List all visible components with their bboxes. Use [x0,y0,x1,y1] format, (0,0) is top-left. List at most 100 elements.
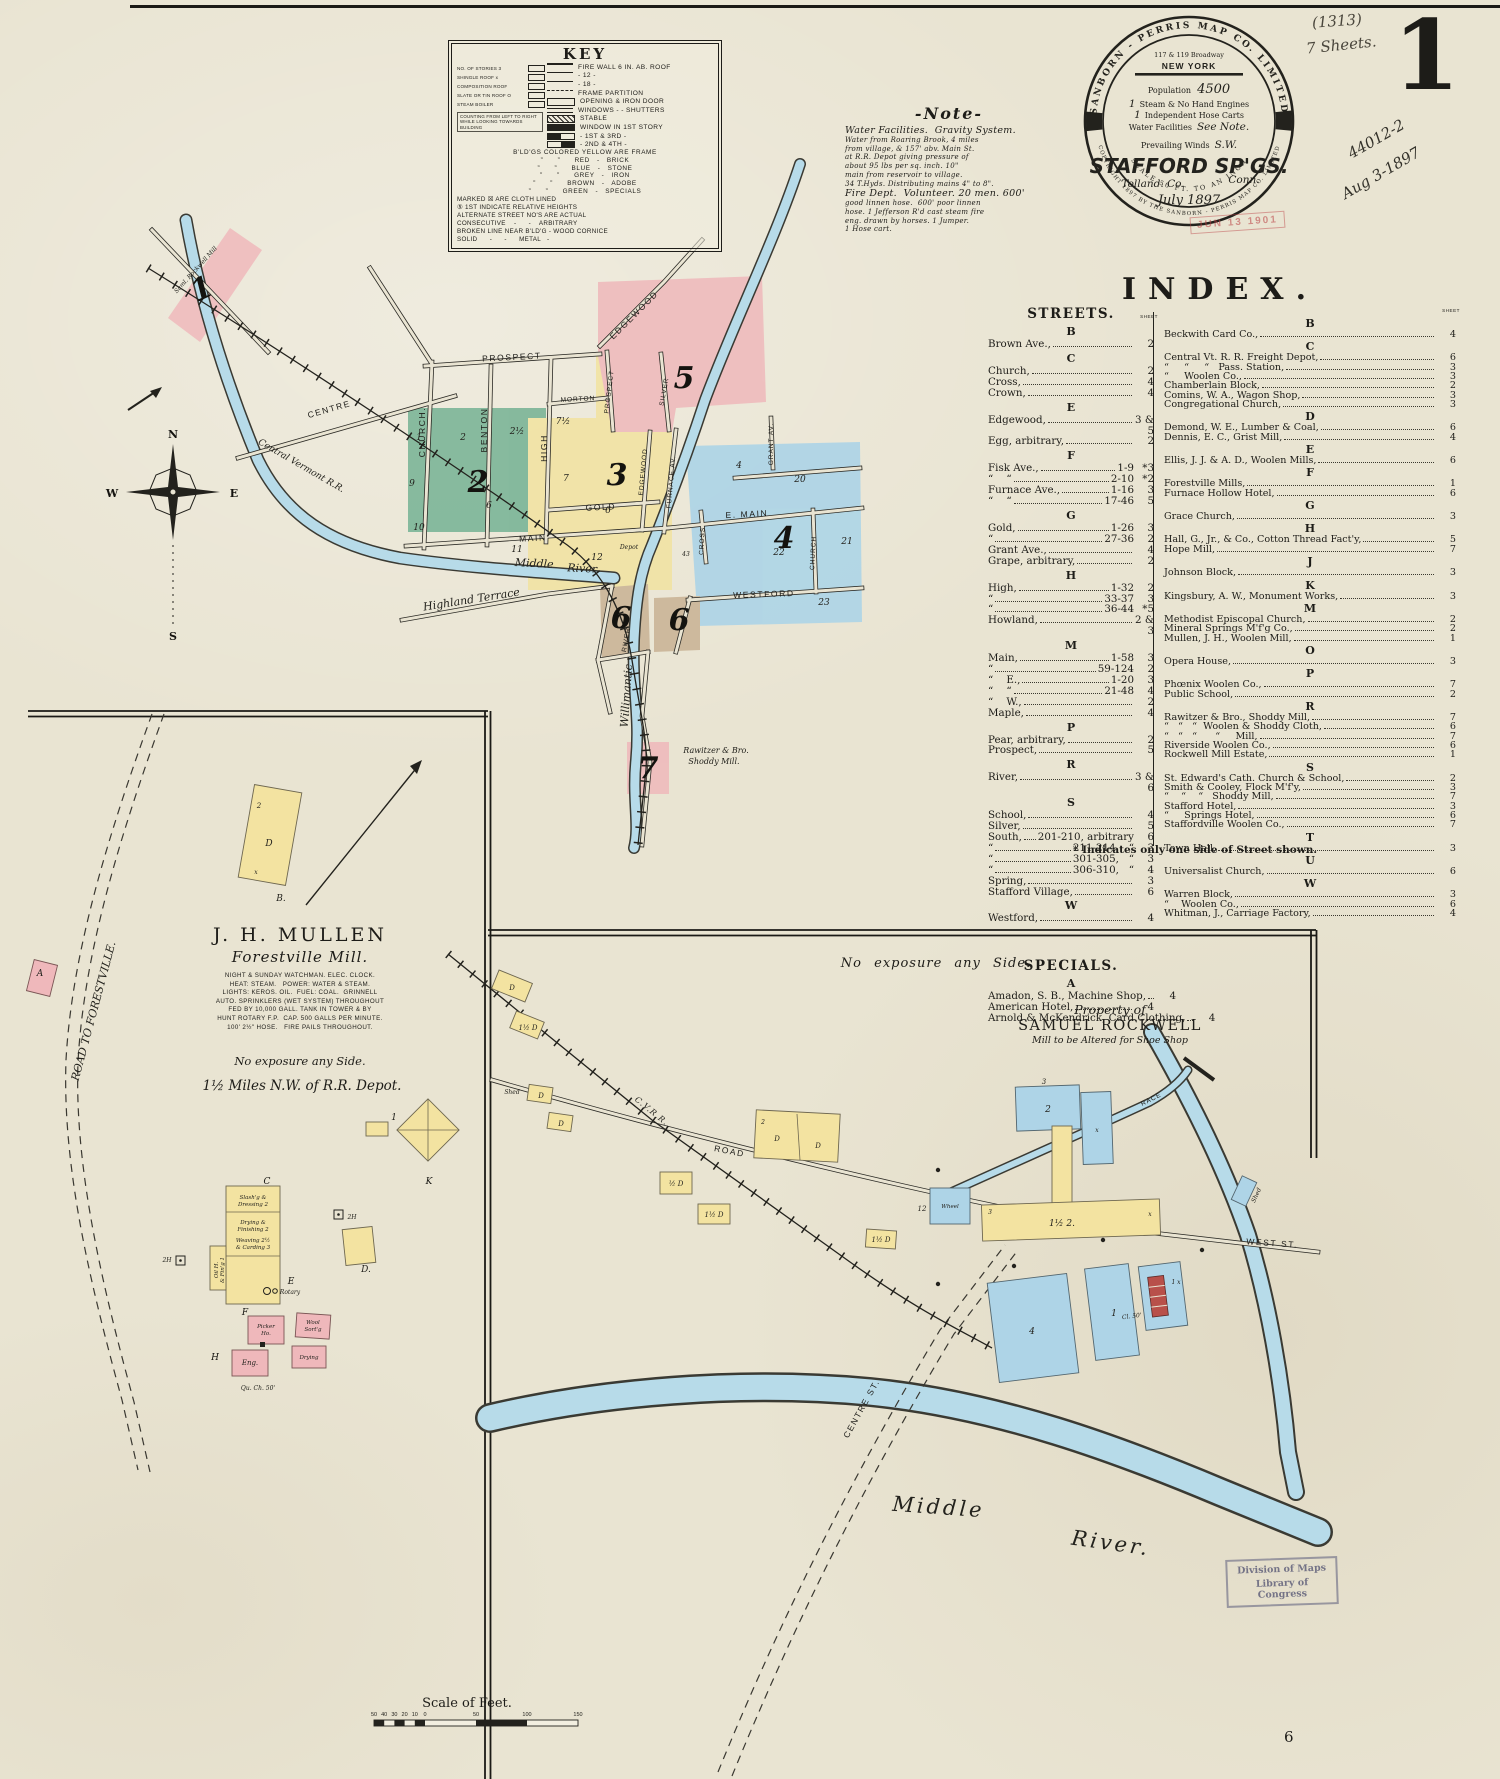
index-entry-name: Kingsbury, A. W., Monument Works, [1164,590,1339,602]
compass-north-label: N [168,428,178,441]
district-4-area [686,442,862,626]
street-label: SILVER [659,377,671,406]
index-dot-leader [1302,788,1434,790]
street-label: RIVER [621,627,632,653]
key-row: - 1ST & 3RD - [545,132,713,141]
index-entry-sheet: 2 [1147,364,1154,377]
index-dot-leader [1019,660,1109,662]
key-row: - 2ND & 4TH - [545,140,713,149]
street-label: MAIN [519,532,547,543]
building [864,1228,898,1250]
index-dot-leader [1236,518,1434,520]
mill-building [1014,1084,1082,1132]
compass-east-label: E [230,487,238,500]
index-dot-leader [1323,728,1434,730]
block-number: 6 [605,506,611,516]
sheet-column-label: SHEET [1442,308,1460,313]
mill-text: Slash'g & [240,1195,267,1201]
index-entry-sheet: 3 [1147,874,1154,887]
sheet-borders [28,5,1500,1779]
forestville-description: NIGHT & SUNDAY WATCHMAN. ELEC. CLOCK.HEA… [162,972,438,1032]
index-entry-name: Amadon, S. B., Machine Shop, [988,990,1147,1003]
street-label: BENTON [479,408,489,453]
index-entry-name: “ [988,852,994,865]
depot-label: Depot [619,544,639,551]
index-entry-range: 201-210, arbitrary [1037,831,1134,843]
index-letter-heading: O [1305,643,1315,657]
wheel-house [929,1187,971,1225]
index-dot-leader [1077,562,1132,564]
index-row: Beckwith Card Co.,4 [1164,330,1456,340]
index-entry-sheet: 3 [1147,652,1154,665]
index-dot-leader [1028,817,1132,819]
rivers [179,158,806,854]
key-color-row: ” ” GREY - IRON [540,172,630,180]
index-row: “36-44*5 [988,604,1154,615]
index-row: Pear, arbitrary,2 [988,734,1154,746]
index-entry-name: “ [988,863,994,876]
index-dot-leader [1238,574,1434,576]
index-entry-sheet: 3 [1147,852,1154,865]
index-letter-heading: J [1307,555,1313,569]
index-row: “211-214, “3 [988,843,1154,854]
index-dot-leader [1022,681,1109,683]
index-row: Furnace Hollow Hotel,6 [1164,488,1456,498]
index-entry-range: 17-46 [1104,495,1134,508]
mill-text: Dressing 2 [237,1202,269,1208]
index-entry-range: 1-20 [1110,673,1134,686]
key-symbol-icon [547,132,575,140]
index-entry-name: Dennis, E. C., Grist Mill, [1164,431,1283,443]
index-entry-sheet: 2 [1147,532,1154,545]
index-dot-leader [1272,746,1434,748]
index-dot-leader [1067,741,1132,743]
index-dot-leader [1023,703,1132,705]
index-dot-leader [1022,828,1132,830]
key-symbol-icon [547,123,575,131]
index-entry-name: Methodist Episcopal Church, [1164,613,1306,625]
district-number: 7 [638,751,659,786]
key-row: OPENING & IRON DOOR [545,97,713,106]
block-number: 7 [563,474,569,484]
index-letter-heading: E [1305,443,1315,457]
index-dot-leader [995,849,1071,851]
index-footnote: * Indicates only one side of Street show… [1072,844,1318,856]
building-label: D [264,839,272,849]
index-row: Mullen, J. H., Woolen Mill,1 [1164,632,1456,644]
key-symbol-icon [547,80,573,88]
note-line: 1 Hose cart. [845,225,893,234]
index-row: Spring,3 [988,874,1154,887]
index-dot-leader [1256,817,1434,818]
index-row: Staffordville Woolen Co.,7 [1164,820,1456,830]
index-dot-leader [1302,396,1434,398]
index-entry-name: Edgewood, [988,413,1046,426]
mill-text: & Fin'g 1 [220,1257,226,1283]
building-label: x [1095,1127,1099,1134]
index-letter-heading: P [1066,720,1076,734]
index-entry-sheet: 2 [1147,581,1154,594]
index-row: Cross,4 [988,376,1154,388]
index-entry-sheet: 1 [1449,632,1456,644]
mill-text: Ho. [260,1331,271,1337]
index-row: Congregational Church,3 [1164,400,1456,410]
index-entry-name: “ E., [988,673,1021,686]
note-line: 34 T.Hyds. Distributing mains 4" to 8". [845,179,994,188]
building [659,1171,693,1195]
inset-rockwell: C.V.R.R. ROAD WEST ST. CENTRE ST. RACE M… [445,950,1333,1777]
index-entry-sheet: 2 [1147,338,1154,350]
district-numbers: 1 2 3 4 5 6 6 7 [185,269,794,786]
quench-tub-label: Qu. Ch. 50' [241,1385,276,1392]
block-number: 2 [459,433,466,443]
index-row: Ellis, J. J. & A. D., Woolen Mills,6 [1164,456,1456,466]
key-row-text: WINDOW IN 1ST STORY [580,123,664,131]
seal-county: Tolland. Co. [1121,178,1184,190]
index-row: Riverside Woolen Co.,6 [1164,739,1456,751]
index-entry-sheet: 6 [1449,739,1456,751]
index-entry-name: Public School, [1164,688,1234,700]
index-row: Phœnix Woolen Co.,7 [1164,680,1456,690]
forestville-description-line: FED BY 10,000 GALL. TANK IN TOWER & BY [228,1006,372,1014]
